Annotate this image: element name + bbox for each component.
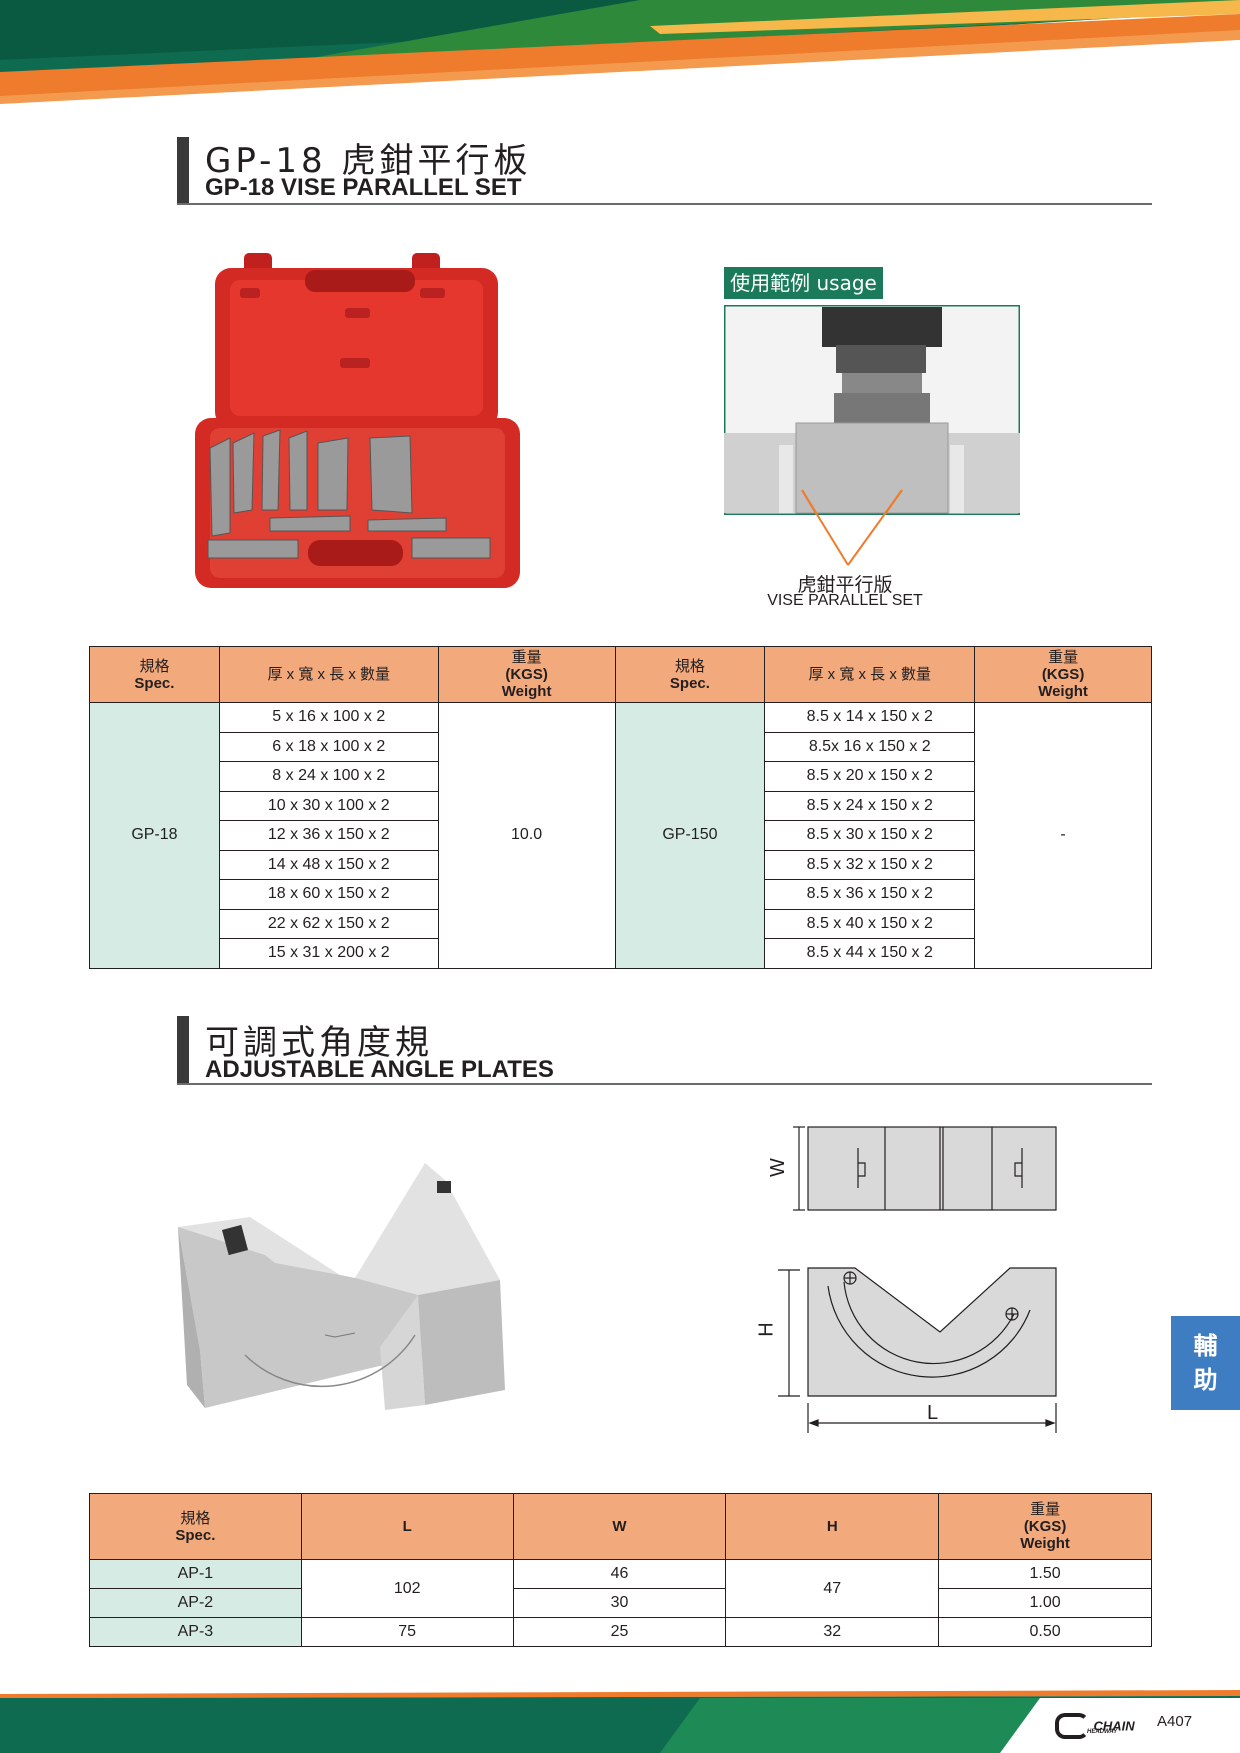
length-cell-merged: 102 (300, 1559, 514, 1618)
table-cell: 8.5 x 36 x 150 x 2 (764, 879, 976, 910)
table-cell: 8.5 x 24 x 150 x 2 (764, 790, 976, 821)
section2-title-bar (177, 1016, 189, 1084)
width-cell: 25 (512, 1617, 727, 1647)
table-cell: 18 x 60 x 150 x 2 (218, 879, 439, 910)
table-cell: 8.5 x 14 x 150 x 2 (764, 702, 976, 733)
table-cell: 6 x 18 x 100 x 2 (218, 731, 439, 762)
weight-cell: 0.50 (938, 1617, 1152, 1647)
width-cell: 46 (512, 1559, 727, 1589)
header-h: H (725, 1493, 940, 1560)
brand-sub: HEADWAY (1087, 1729, 1118, 1735)
usage-label: 使用範例 usage (724, 267, 883, 299)
side-tab-line1: 輔 (1193, 1332, 1218, 1360)
section1-title-cn: GP-18 虎鉗平行板 (205, 141, 532, 181)
weight-cell: 1.00 (938, 1588, 1152, 1618)
side-tab-line2: 助 (1193, 1366, 1218, 1394)
weight-cell-gp18: 10.0 (437, 702, 616, 969)
spec-cell: AP-3 (89, 1617, 302, 1647)
footer-banner (0, 1690, 1240, 1753)
table-cell: 22 x 62 x 150 x 2 (218, 908, 439, 939)
header-weight: 重量(KGS)Weight (938, 1493, 1152, 1560)
table-cell: 14 x 48 x 150 x 2 (218, 849, 439, 880)
brand-name: CHAIN (1093, 1718, 1135, 1734)
header-l: L (300, 1493, 514, 1560)
weight-cell-gp150: - (974, 702, 1152, 969)
section1-title-en: GP-18 VISE PARALLEL SET (205, 174, 522, 201)
angle-plate-image (178, 1163, 505, 1410)
usage-caption-cn: 虎鉗平行版 (797, 574, 893, 596)
section2-underline (177, 1083, 1152, 1085)
page-number: A407 (1157, 1713, 1193, 1730)
table-cell: 8.5x 16 x 150 x 2 (764, 731, 976, 762)
logo-icon (1055, 1713, 1089, 1739)
dimension-label-h: H (755, 1322, 778, 1337)
section2-title-en: ADJUSTABLE ANGLE PLATES (205, 1056, 554, 1083)
section1-underline (177, 203, 1152, 205)
header-weight: 重量(KGS)Weight (437, 646, 616, 703)
spec-cell: AP-1 (89, 1559, 302, 1589)
width-cell: 30 (512, 1588, 727, 1618)
angle-plate-drawing (778, 1126, 1057, 1433)
usage-photo (724, 305, 1020, 515)
header-weight-2: 重量(KGS)Weight (974, 646, 1152, 703)
table-cell: 12 x 36 x 150 x 2 (218, 820, 439, 851)
table-cell: 5 x 16 x 100 x 2 (218, 702, 439, 733)
height-cell-merged: 47 (725, 1559, 940, 1618)
table-cell: 15 x 31 x 200 x 2 (218, 938, 439, 969)
spec-cell: AP-2 (89, 1588, 302, 1618)
table-cell: 8.5 x 32 x 150 x 2 (764, 849, 976, 880)
header-w: W (512, 1493, 727, 1560)
header-dims-2: 厚 x 寬 x 長 x 數量 (764, 646, 976, 703)
spec-cell-gp150: GP-150 (614, 702, 766, 969)
vise-parallel-case-image (195, 253, 520, 588)
spec-cell-gp18: GP-18 (89, 702, 220, 969)
length-cell: 75 (300, 1617, 514, 1647)
table-cell: 8.5 x 30 x 150 x 2 (764, 820, 976, 851)
dimension-label-l: L (927, 1402, 939, 1424)
height-cell: 32 (725, 1617, 940, 1647)
header-dims: 厚 x 寬 x 長 x 數量 (218, 646, 439, 703)
weight-cell: 1.50 (938, 1559, 1152, 1589)
dimension-label-w: W (766, 1158, 789, 1177)
brand-logo: CHAIN HEADWAY (1055, 1713, 1135, 1739)
usage-pointer-lines (801, 489, 903, 566)
category-side-tab[interactable]: 輔 助 (1171, 1316, 1240, 1410)
table-cell: 10 x 30 x 100 x 2 (218, 790, 439, 821)
table-cell: 8.5 x 44 x 150 x 2 (764, 938, 976, 969)
table-cell: 8 x 24 x 100 x 2 (218, 761, 439, 792)
section1-title-bar (177, 137, 189, 205)
section2-title-cn: 可調式角度規 (205, 1023, 433, 1063)
table-cell: 8.5 x 40 x 150 x 2 (764, 908, 976, 939)
usage-caption-en: VISE PARALLEL SET (767, 592, 923, 609)
top-banner (0, 0, 1240, 120)
table-cell: 8.5 x 20 x 150 x 2 (764, 761, 976, 792)
